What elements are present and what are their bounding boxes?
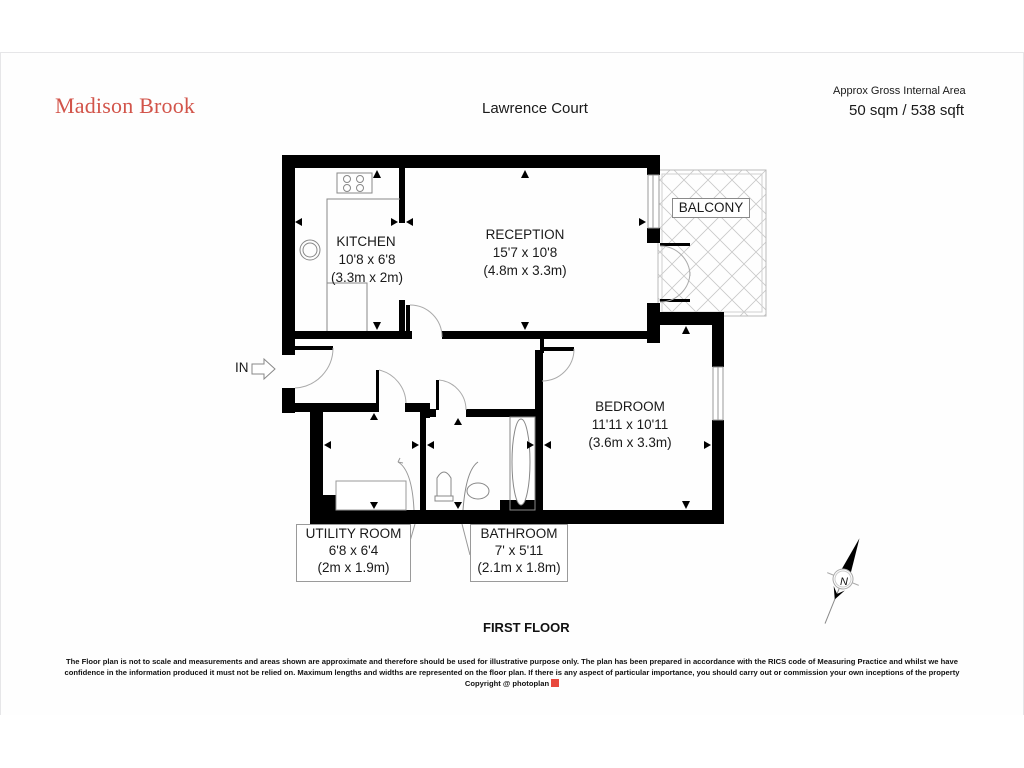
svg-text:10'8 x 6'8: 10'8 x 6'8	[339, 252, 396, 267]
gross-area-label: Approx Gross Internal Area	[833, 85, 966, 97]
bathroom-fixtures	[434, 416, 536, 511]
room-dimensions-metric: (2m x 1.9m)	[317, 560, 390, 575]
compass-label: N	[840, 576, 848, 588]
walls	[282, 155, 724, 524]
room-callout-utility: UTILITY ROOM 6'8 x 6'4 (2m x 1.9m)	[296, 524, 411, 582]
entrance-arrow-icon	[251, 357, 276, 381]
svg-text:11'11 x 10'11: 11'11 x 10'11	[592, 417, 668, 432]
svg-text:BEDROOM: BEDROOM	[595, 399, 665, 414]
entrance-label: IN	[235, 360, 249, 375]
callout-leaders	[405, 523, 471, 556]
door-swings	[294, 245, 691, 411]
disclaimer-line-2: confidence in the information produced i…	[64, 668, 960, 677]
svg-text:(3.3m x 2m): (3.3m x 2m)	[331, 270, 403, 285]
gross-area-value: 50 sqm / 538 sqft	[849, 102, 965, 119]
room-dimensions-imperial: 7' x 5'11	[494, 543, 544, 558]
property-name: Lawrence Court	[482, 100, 588, 117]
windows	[647, 174, 724, 421]
copyright: Copyright @ photoplan	[0, 679, 1024, 688]
room-dimensions-imperial: 6'8 x 6'4	[328, 543, 379, 558]
svg-text:(3.6m x 3.3m): (3.6m x 3.3m)	[588, 435, 671, 450]
kitchen-fixtures	[299, 172, 400, 331]
room-label-bedroom: BEDROOM 11'11 x 10'11 (3.6m x 3.3m)	[588, 399, 671, 450]
room-dimensions-metric: (2.1m x 1.8m)	[477, 560, 561, 575]
copyright-brand: photoplan	[512, 679, 550, 688]
photoplan-logo-icon	[551, 679, 560, 687]
room-label-kitchen: KITCHEN 10'8 x 6'8 (3.3m x 2m)	[331, 234, 403, 285]
copyright-prefix: Copyright @	[464, 679, 511, 688]
svg-text:RECEPTION: RECEPTION	[486, 227, 565, 242]
room-label-reception: RECEPTION 15'7 x 10'8 (4.8m x 3.3m)	[483, 227, 566, 278]
svg-text:KITCHEN: KITCHEN	[336, 234, 395, 249]
svg-text:(4.8m x 3.3m): (4.8m x 3.3m)	[483, 263, 566, 278]
utility-fixtures	[335, 457, 415, 511]
disclaimer-line-1: The Floor plan is not to scale and measu…	[66, 657, 958, 666]
room-name: BATHROOM	[480, 526, 558, 541]
room-callout-bathroom: BATHROOM 7' x 5'11 (2.1m x 1.8m)	[470, 524, 568, 582]
disclaimer: The Floor plan is not to scale and measu…	[40, 656, 984, 678]
dimension-arrows	[295, 170, 711, 509]
agency-logo: Madison Brook	[55, 93, 196, 118]
north-compass-icon	[824, 538, 860, 624]
room-name: UTILITY ROOM	[305, 526, 402, 541]
floor-title: FIRST FLOOR	[483, 620, 570, 635]
svg-text:15'7 x 10'8: 15'7 x 10'8	[493, 245, 557, 260]
room-label-balcony: BALCONY	[672, 198, 750, 218]
